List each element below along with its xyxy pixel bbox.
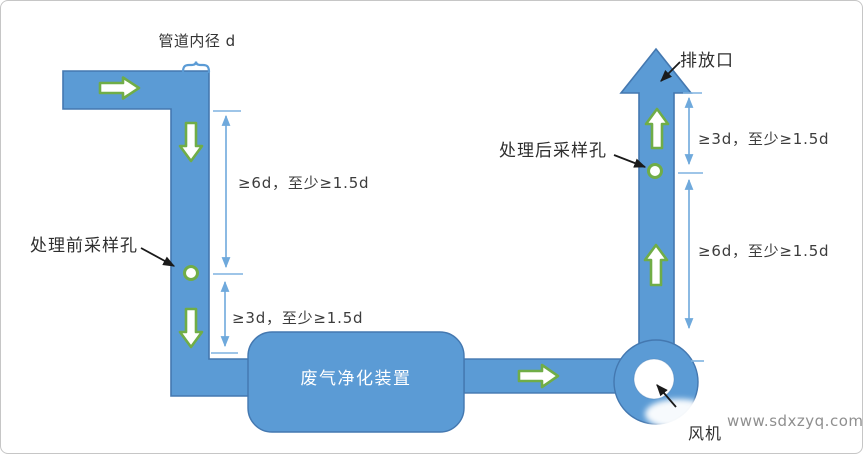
discharge-outlet-label: 排放口 [680, 51, 734, 71]
flow-arrow-up-upper [644, 107, 670, 150]
flow-arrow-down-upper [178, 121, 204, 163]
leader-arrow-outlet [660, 61, 681, 82]
flow-arrow-down-lower [178, 307, 204, 349]
dimension-ticks [211, 92, 704, 362]
flow-arrow-right-inlet [98, 76, 141, 100]
sampling-hole-before [183, 265, 199, 281]
flow-arrow-right-to-fan [517, 363, 560, 389]
fan-hub [633, 358, 675, 400]
pipe-diameter-label: 管道内径 d [158, 32, 236, 50]
dimension-label-left-3d: ≥3d，至少≥1.5d [232, 309, 364, 327]
leader-arrow-fan [656, 384, 677, 408]
dimension-label-left-6d: ≥6d，至少≥1.5d [238, 174, 370, 192]
purification-device-box [247, 331, 465, 433]
inlet-duct [62, 70, 252, 397]
watermark-smudge [645, 396, 838, 441]
sampling-port-before-label: 处理前采样孔 [30, 236, 138, 256]
sampling-hole-after [647, 163, 663, 179]
discharge-stack-arrow [619, 47, 693, 367]
leader-arrow-before-port [140, 247, 176, 267]
watermark-text: www.sdxzyq.com [727, 412, 863, 430]
fan-label: 风机 [688, 424, 723, 443]
purification-device-label: 废气净化装置 [300, 369, 412, 389]
leader-arrow-after-port [613, 154, 647, 168]
dimension-label-right-6d: ≥6d，至少≥1.5d [698, 242, 830, 260]
diameter-brace [181, 61, 211, 74]
flow-arrow-up-lower [643, 243, 669, 287]
sampling-port-after-label: 处理后采样孔 [499, 141, 607, 161]
dimension-label-right-3d: ≥3d，至少≥1.5d [698, 130, 830, 148]
